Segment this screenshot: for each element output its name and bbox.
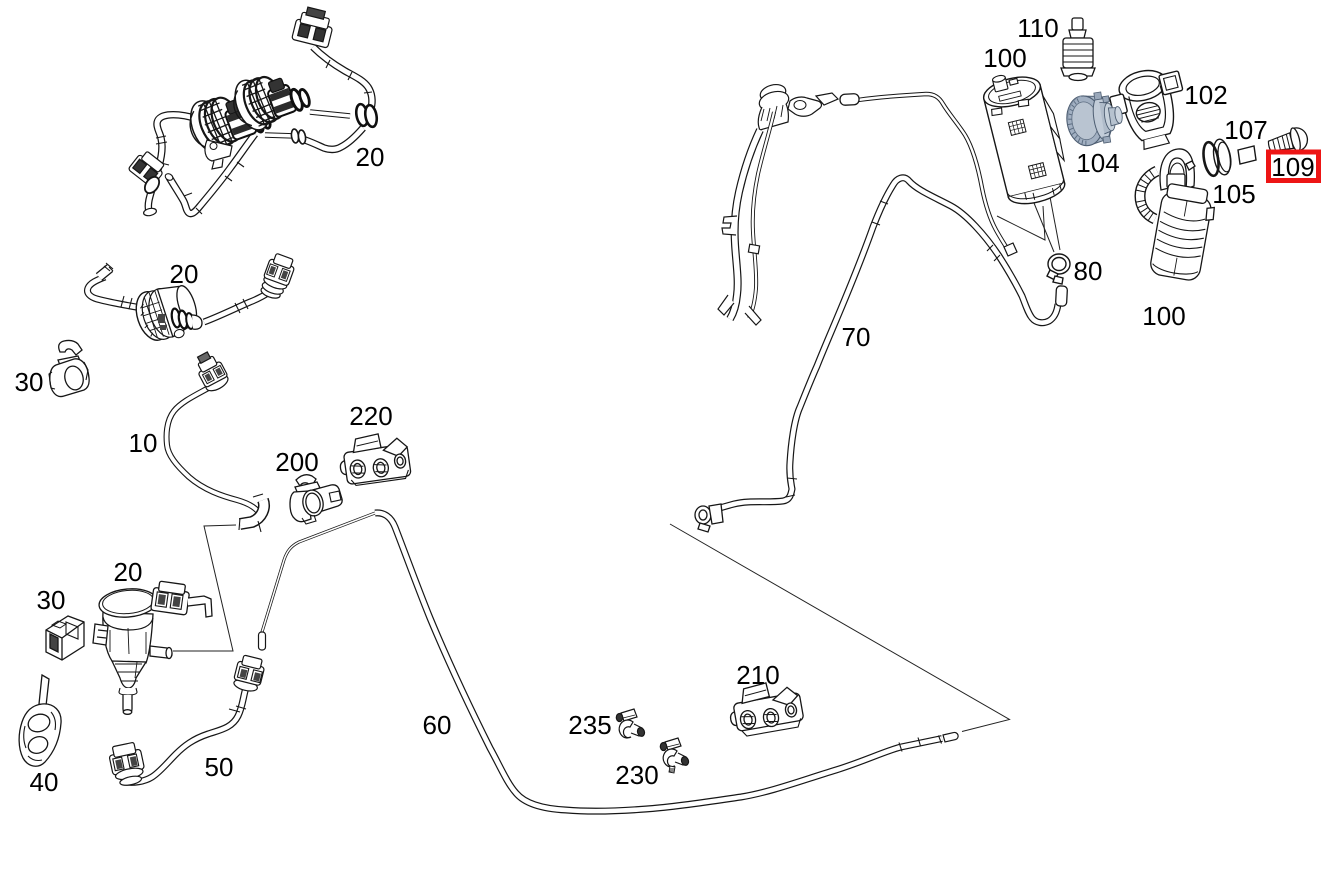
svg-text:102: 102 [1184,80,1227,110]
svg-text:20: 20 [356,142,385,172]
svg-text:110: 110 [1017,13,1058,43]
svg-text:200: 200 [275,447,318,477]
svg-text:104: 104 [1076,148,1119,178]
svg-text:40: 40 [30,767,59,797]
svg-text:210: 210 [736,660,779,690]
svg-text:30: 30 [15,367,44,397]
svg-text:30: 30 [37,585,66,615]
svg-text:20: 20 [114,557,143,587]
svg-text:10: 10 [129,428,158,458]
svg-text:220: 220 [349,401,392,431]
svg-text:80: 80 [1074,256,1103,286]
svg-text:70: 70 [842,322,871,352]
svg-text:107: 107 [1224,115,1267,145]
svg-text:235: 235 [568,710,611,740]
svg-text:60: 60 [423,710,452,740]
svg-text:230: 230 [615,760,658,790]
svg-text:105: 105 [1212,179,1255,209]
svg-text:20: 20 [170,259,199,289]
svg-text:50: 50 [205,752,234,782]
svg-text:100: 100 [983,43,1026,73]
svg-text:109: 109 [1271,152,1314,182]
svg-text:100: 100 [1142,301,1185,331]
